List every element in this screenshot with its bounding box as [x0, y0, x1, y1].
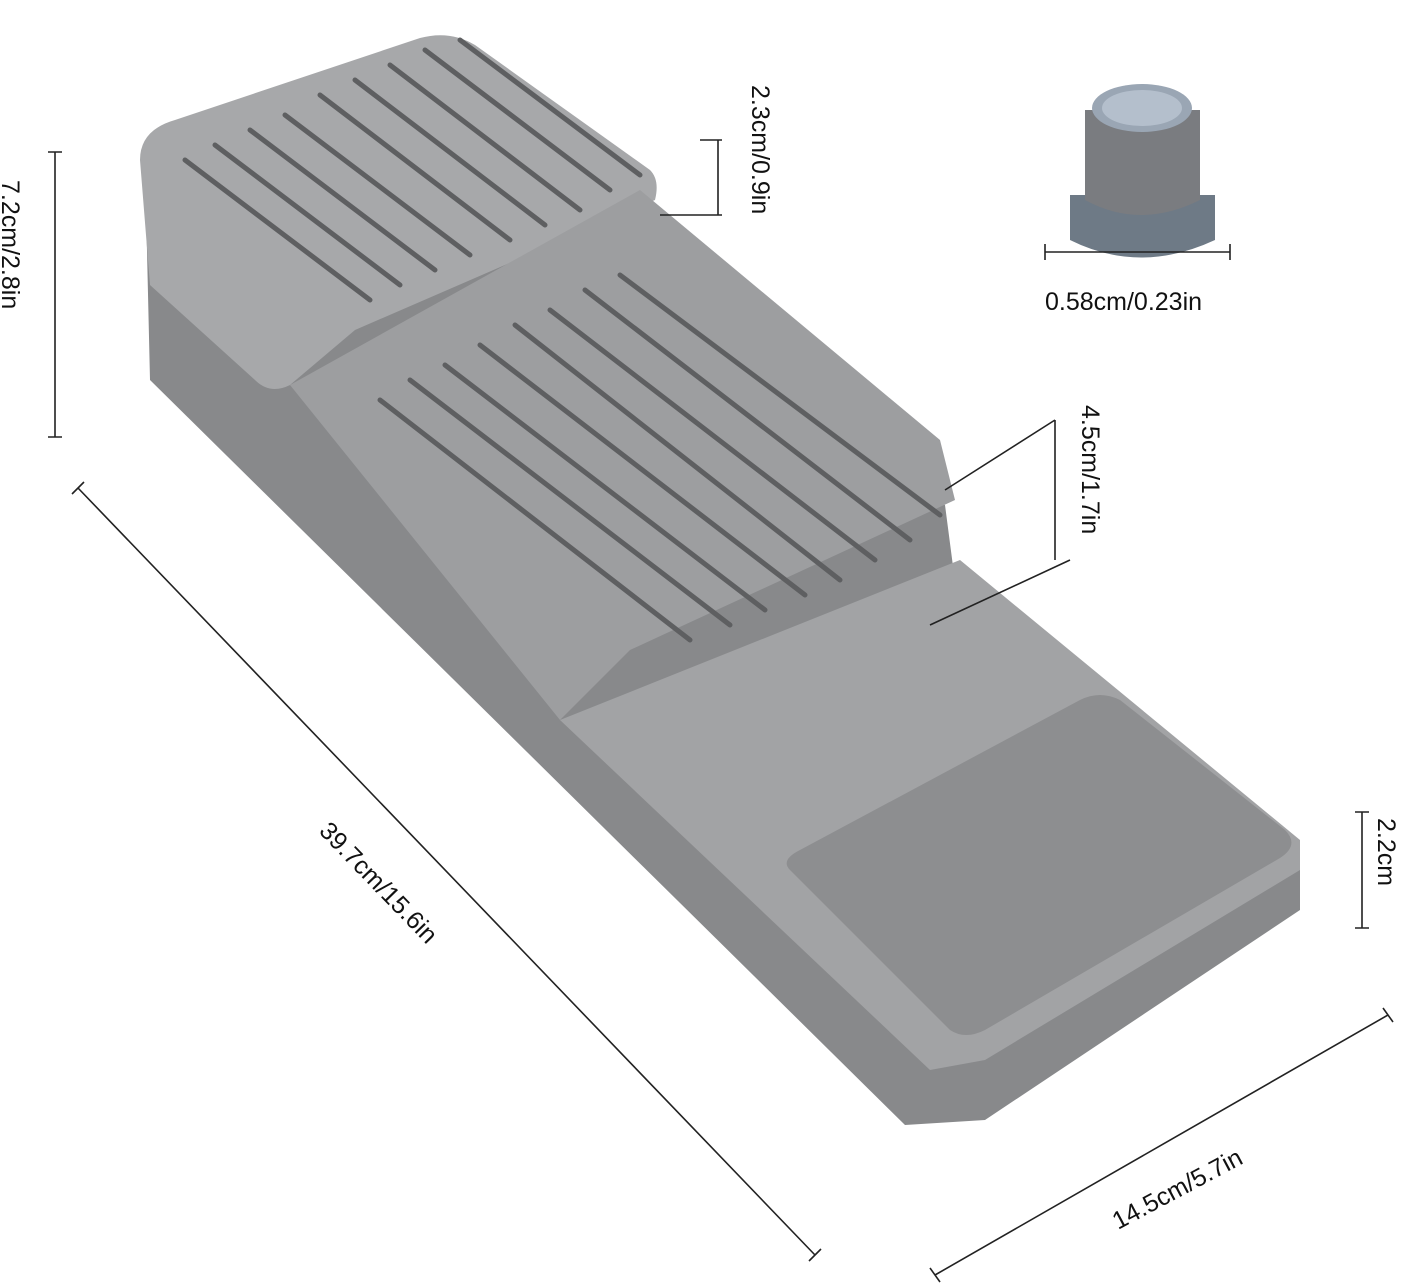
- slot-step-large-label: 4.5cm/1.7in: [1076, 405, 1104, 534]
- length-label: 39.7cm/15.6in: [314, 817, 443, 949]
- tray-pad: [786, 695, 1292, 1035]
- foot-diameter-label: 0.58cm/0.23in: [1045, 288, 1202, 316]
- width-label: 14.5cm/5.7in: [1108, 1143, 1248, 1235]
- upper-block-top: [140, 35, 657, 389]
- knife-block: [140, 35, 1300, 1125]
- height-total-label: 7.2cm/2.8in: [0, 180, 24, 309]
- dimension-lines: [48, 139, 1394, 1283]
- slot-step-small-label: 2.3cm/0.9in: [746, 85, 774, 214]
- upper-slots: [182, 37, 643, 303]
- rubber-foot: [1070, 84, 1215, 258]
- lower-slots: [377, 272, 943, 643]
- tray-height-label: 2.2cm: [1372, 818, 1400, 886]
